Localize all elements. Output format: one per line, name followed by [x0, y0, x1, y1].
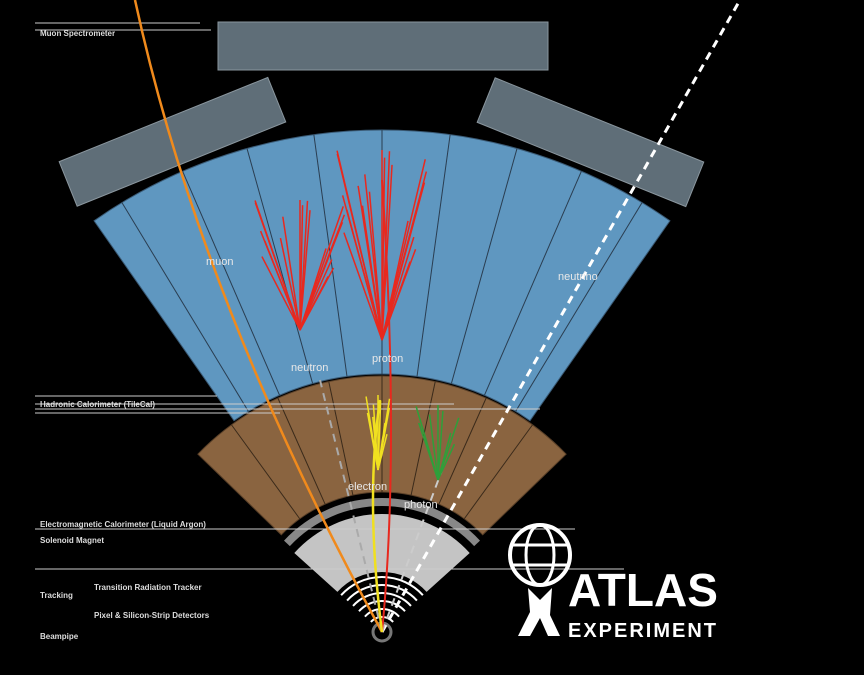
neutron-shower	[254, 200, 301, 331]
pixel-layer	[364, 608, 400, 618]
electron-shower	[372, 416, 379, 471]
tile-divider	[246, 148, 314, 384]
muon-chamber-right	[476, 77, 705, 208]
pixel-layer	[352, 592, 412, 607]
neutron-shower	[282, 216, 301, 331]
electron-shower	[366, 412, 379, 471]
proton-shower	[381, 171, 428, 341]
label-muon: muon	[206, 256, 234, 268]
proton-shower	[368, 191, 383, 341]
tile-divider	[484, 171, 582, 396]
photon-shower	[418, 422, 439, 481]
trt-region	[294, 514, 470, 592]
layer-muon-spectrometer: Muon Spectrometer	[40, 29, 116, 38]
neutron-shower	[299, 205, 304, 331]
tile-divider	[121, 202, 249, 412]
proton-shower	[381, 157, 386, 341]
pixel-layer	[346, 584, 418, 602]
neutron-shower	[261, 256, 301, 331]
label-proton: proton	[372, 353, 403, 365]
neutron-shower	[264, 240, 301, 331]
tile-divider	[515, 202, 643, 412]
photon-shower	[428, 414, 439, 481]
photon-shower	[437, 410, 444, 481]
proton-shower	[336, 150, 383, 341]
electron-track	[371, 399, 384, 633]
em-divider	[277, 397, 326, 505]
layer-trt: Transition Radiation Tracker	[94, 583, 202, 592]
tile-divider	[416, 134, 451, 377]
photon-shower	[437, 417, 460, 481]
tile-divider	[450, 148, 518, 384]
proton-shower	[343, 232, 383, 341]
neutrino-track	[380, 0, 742, 633]
pixel-layer	[370, 616, 394, 623]
photon-track	[381, 469, 443, 633]
layer-pixel: Pixel & Silicon-Strip Detectors	[94, 611, 210, 620]
label-photon: photon	[404, 499, 438, 511]
neutron-shower	[279, 237, 301, 331]
layer-beampipe: Beampipe	[40, 632, 79, 641]
label-neutron: neutron	[291, 362, 328, 374]
layer-tracking: Tracking	[40, 591, 73, 600]
muon-chamber-top	[217, 21, 549, 71]
em-divider	[463, 424, 533, 520]
label-electron: electron	[348, 481, 387, 493]
electron-shower	[377, 398, 391, 471]
atlas-logo: ATLAS EXPERIMENT	[508, 523, 718, 642]
neutron-track	[319, 379, 383, 633]
svg-text:EXPERIMENT: EXPERIMENT	[568, 620, 718, 642]
proton-shower	[381, 236, 415, 341]
electron-shower	[377, 400, 382, 471]
layer-hadronic-calorimeter: Hadronic Calorimeter (TileCal)	[40, 400, 155, 409]
proton-shower	[381, 151, 391, 341]
em-divider	[231, 424, 301, 520]
muon-track	[133, 0, 384, 633]
tile-divider	[313, 134, 348, 377]
pixel-layer	[340, 576, 424, 596]
neutron-shower	[299, 214, 346, 331]
solenoid-magnet	[283, 498, 481, 547]
em-divider	[328, 381, 354, 496]
proton-shower	[357, 185, 383, 341]
em-divider	[438, 397, 487, 505]
svg-text:ATLAS: ATLAS	[568, 564, 718, 616]
tile-divider	[182, 171, 280, 396]
proton-shower	[346, 209, 383, 341]
neutron-shower	[299, 200, 309, 331]
label-neutrino: neutrino	[558, 271, 598, 283]
layer-solenoid: Solenoid Magnet	[40, 536, 104, 545]
pixel-layer	[358, 600, 406, 612]
layer-em-calorimeter: Electromagnetic Calorimeter (Liquid Argo…	[40, 520, 206, 529]
